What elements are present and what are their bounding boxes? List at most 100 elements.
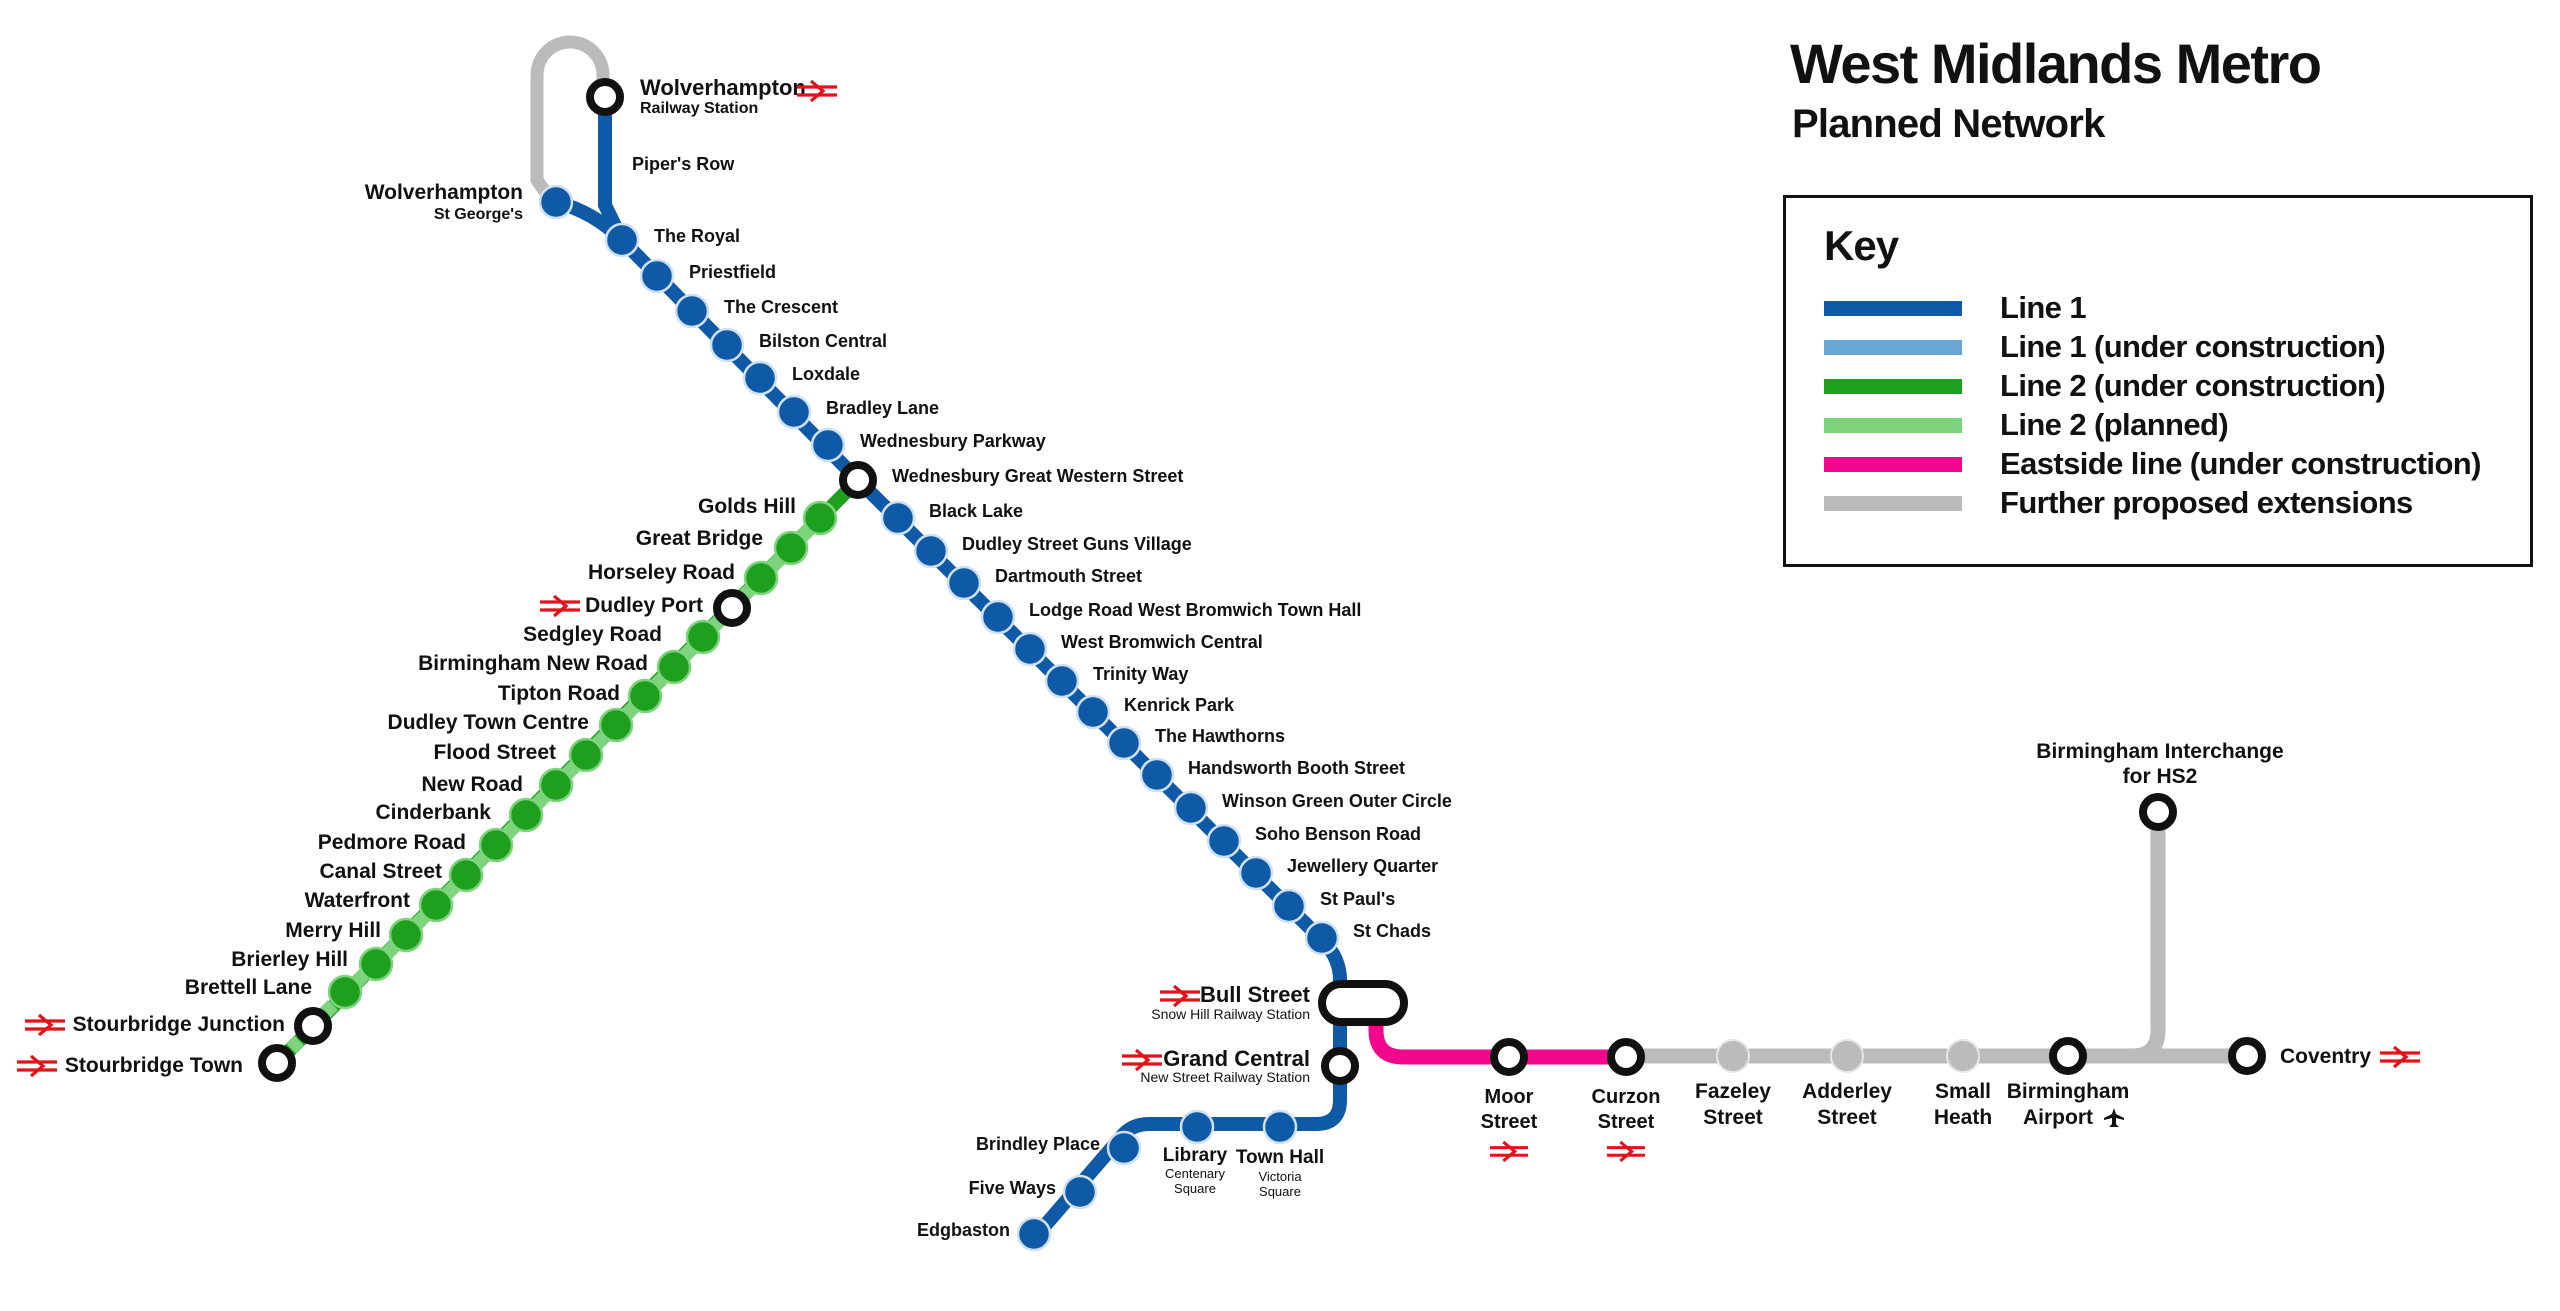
national-rail-icon — [1607, 1141, 1645, 1162]
station-label: Small — [1935, 1080, 1991, 1103]
key-label: Further proposed extensions — [2000, 485, 2413, 520]
station-library[interactable] — [1179, 1109, 1215, 1145]
station-wolverhampton[interactable] — [586, 78, 624, 116]
station-the-royal[interactable] — [604, 222, 640, 258]
station-label: Street — [1817, 1106, 1877, 1129]
station-st-paul-s[interactable] — [1271, 888, 1307, 924]
station-label: Golds Hill — [698, 495, 796, 518]
station-small-heath[interactable] — [1946, 1039, 1980, 1073]
key-title: Key — [1824, 222, 1899, 269]
station-great-bridge[interactable] — [773, 530, 809, 566]
station-birmingham-airport[interactable] — [2049, 1037, 2087, 1075]
station-label: Coventry — [2280, 1045, 2371, 1068]
national-rail-icon — [2380, 1046, 2420, 1068]
track-line2-planned-dash — [767, 554, 785, 572]
key-swatch — [1824, 495, 1962, 511]
station-west-bromwich-central[interactable] — [1012, 631, 1048, 667]
station-cinderbank[interactable] — [508, 797, 544, 833]
station-bradley-lane[interactable] — [776, 394, 812, 430]
station-dudley-town-centre[interactable] — [598, 707, 634, 743]
station-stourbridge-town[interactable] — [258, 1044, 296, 1082]
station-adderley-street[interactable] — [1830, 1039, 1864, 1073]
track-line2-planned-dash — [412, 911, 430, 929]
station-label: Airport — [2023, 1106, 2093, 1129]
station-brettell-lane[interactable] — [327, 974, 363, 1010]
station-town-hall[interactable] — [1262, 1109, 1298, 1145]
key-item-line2-uc: Line 2 (under construction) — [1824, 368, 2386, 404]
station-label: Bilston Central — [759, 331, 887, 351]
station-wednesbury-parkway[interactable] — [810, 427, 846, 463]
station-fazeley-street[interactable] — [1716, 1039, 1750, 1073]
station-brierley-hill[interactable] — [358, 946, 394, 982]
station-birmingham-new-road[interactable] — [656, 649, 692, 685]
station-pedmore-road[interactable] — [478, 827, 514, 863]
station-label: Stourbridge Junction — [73, 1013, 285, 1036]
station-five-ways[interactable] — [1062, 1174, 1098, 1210]
national-rail-icon — [540, 595, 580, 617]
station-soho-benson-road[interactable] — [1206, 823, 1242, 859]
station-new-road[interactable] — [538, 767, 574, 803]
station-the-crescent[interactable] — [674, 293, 710, 329]
station-label: The Royal — [654, 226, 740, 246]
station-label: Dartmouth Street — [995, 566, 1142, 586]
station-label: Dudley Street Guns Village — [962, 534, 1192, 554]
station-black-lake[interactable] — [880, 500, 916, 536]
track-line1-main — [617, 235, 1347, 1241]
station-bull-street[interactable] — [1318, 980, 1408, 1026]
station-label-wolverhampton-st-georges: Wolverhampton — [365, 181, 523, 204]
station-birmingham-interchange-for-hs2[interactable] — [2139, 793, 2177, 831]
track-line2-planned-dash — [502, 821, 520, 839]
station-tipton-road[interactable] — [627, 678, 663, 714]
station-kenrick-park[interactable] — [1075, 694, 1111, 730]
key-label: Eastside line (under construction) — [2000, 446, 2481, 481]
station-loxdale[interactable] — [742, 360, 778, 396]
station-dudley-street-guns-village[interactable] — [913, 533, 949, 569]
station-label: St Paul's — [1320, 889, 1395, 909]
station-jewellery-quarter[interactable] — [1238, 855, 1274, 891]
station-wednesbury-great-western-street[interactable] — [839, 461, 877, 499]
station-label: Canal Street — [319, 860, 442, 883]
station-horseley-road[interactable] — [743, 560, 779, 596]
track-line2-planned-dash — [592, 731, 610, 749]
national-rail-icon — [1122, 1049, 1162, 1071]
key-swatch — [1824, 417, 1962, 433]
station-handsworth-booth-street[interactable] — [1139, 757, 1175, 793]
station-dudley-port[interactable] — [713, 589, 751, 627]
station-sublabel: Railway Station — [640, 100, 758, 117]
station-label: Adderley — [1802, 1080, 1892, 1103]
station-label-wolverhampton: Wolverhampton — [640, 75, 806, 100]
station-winson-green-outer-circle[interactable] — [1173, 790, 1209, 826]
station-curzon-street[interactable] — [1607, 1038, 1645, 1076]
station-label: Winson Green Outer Circle — [1222, 791, 1452, 811]
track-line2-planned-dash — [532, 791, 550, 809]
station-trinity-way[interactable] — [1044, 663, 1080, 699]
station-the-hawthorns[interactable] — [1106, 725, 1142, 761]
station-flood-street[interactable] — [568, 737, 604, 773]
station-priestfield[interactable] — [639, 258, 675, 294]
station-brindley-place[interactable] — [1106, 1130, 1142, 1166]
station-grand-central[interactable] — [1321, 1047, 1359, 1085]
station-edgbaston[interactable] — [1016, 1216, 1052, 1252]
station-coventry[interactable] — [2228, 1037, 2266, 1075]
station-bilston-central[interactable] — [709, 327, 745, 363]
station-dartmouth-street[interactable] — [946, 565, 982, 601]
station-label: Bull Street — [1200, 982, 1311, 1007]
station-lodge-road-west-bromwich-town-hall[interactable] — [980, 599, 1016, 635]
station-sublabel: Centenary — [1165, 1166, 1225, 1181]
station-waterfront[interactable] — [418, 887, 454, 923]
station-label: St Chads — [1353, 921, 1431, 941]
track-extension-wolverhampton-loop — [530, 35, 610, 203]
station-label: Jewellery Quarter — [1287, 856, 1438, 876]
station-canal-street[interactable] — [448, 857, 484, 893]
station-merry-hill[interactable] — [388, 917, 424, 953]
station-st-chads[interactable] — [1304, 920, 1340, 956]
station-sedgley-road[interactable] — [685, 619, 721, 655]
station-stourbridge-junction[interactable] — [294, 1007, 332, 1045]
station-moor-street[interactable] — [1490, 1038, 1528, 1076]
key-label: Line 2 (planned) — [2000, 407, 2229, 442]
station-golds-hill[interactable] — [802, 500, 838, 536]
station-wolverhampton-st-georges[interactable] — [538, 184, 574, 220]
map-key: Key Line 1 Line 1 (under construction) L… — [1783, 195, 2533, 567]
station-sublabel: New Street Railway Station — [1140, 1069, 1310, 1085]
track-line2-planned-dash — [562, 761, 580, 779]
